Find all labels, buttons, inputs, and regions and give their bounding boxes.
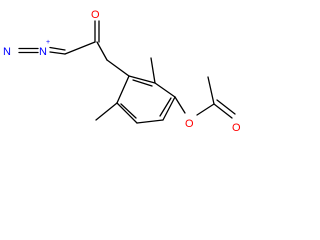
bond-ch2-ch2 (106, 59, 130, 77)
ring-bond-2 (154, 82, 176, 98)
bond-c-methyl (207, 76, 215, 105)
atom-ester-oxygen: O (185, 118, 194, 130)
ring-bond-4 (136, 119, 164, 124)
bond-n-c (49, 51, 66, 55)
bond-c-o-acyl-double (216, 99, 236, 115)
atom-carbonyl-oxygen: O (91, 9, 100, 21)
ring-bond-6 (116, 75, 130, 104)
ring-bond-3 (162, 96, 176, 121)
bond-n-c-double (49, 46, 66, 51)
chemical-structure: N N + O O O (3, 9, 241, 134)
bond-ch-co (64, 41, 96, 55)
bond-o-c (196, 103, 215, 116)
ring-inner-bond-1 (132, 79, 153, 87)
ring-inner-bond-2 (159, 97, 172, 117)
ring-bond-1 (128, 75, 156, 84)
atom-n-terminal: N (3, 46, 11, 58)
bond-methyl-lower (95, 102, 118, 121)
ring-inner-bond-3 (120, 103, 137, 119)
atom-acetyl-oxygen: O (232, 122, 241, 134)
bond-c-o-acyl (213, 103, 233, 119)
atom-n-central: N (39, 46, 47, 58)
structure-canvas: N N + O O O (0, 0, 259, 148)
charge-plus: + (46, 39, 50, 46)
bond-co-ch2 (96, 41, 108, 61)
bond-ring-o (174, 96, 186, 114)
ring-bond-5 (116, 102, 138, 124)
bond-methyl-upper (150, 57, 156, 84)
